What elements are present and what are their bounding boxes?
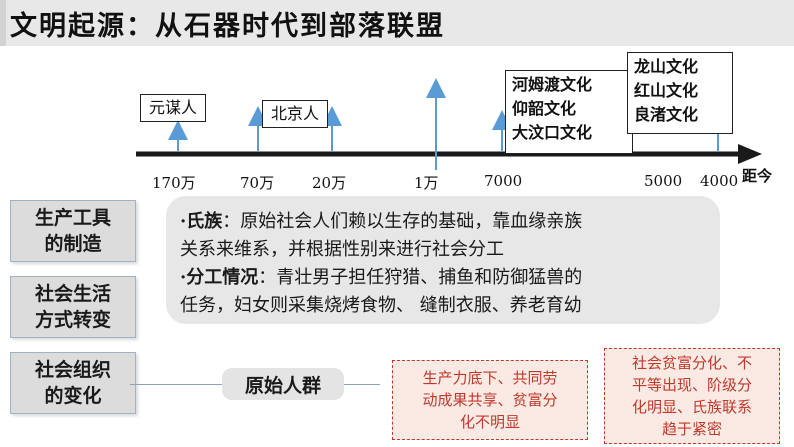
clan-label: ·氏族 [180,211,223,232]
tick-label: 1万 [414,174,439,192]
sidebar-item-label: 社会生活 [34,283,111,305]
note-line: 动成果共享、贫富分 [422,391,558,409]
info-panel: ·氏族：原始社会人们赖以生存的基础，靠血缘亲族 关系来维系，并根据性别来进行社会… [166,196,720,324]
note-box-inequality: 社会贫富分化、不 平等出现、阶级分 化明显、氏族联系 趋于紧密 [604,348,780,444]
page-title: 文明起源：从石器时代到部落联盟 [10,11,445,42]
tick-label: 7000 [484,172,523,190]
era-label: 北京人 [271,104,320,123]
sidebar-item-lifestyle[interactable]: 社会生活 方式转变 [10,276,136,338]
era-label: 红山文化 [634,81,699,100]
axis-label: 距今 [742,167,773,185]
note-line: 化不明显 [459,413,520,431]
labor-line-2: 任务，妇女则采集烧烤食物、 缝制衣服、养老育幼 [180,295,582,316]
note-line: 生产力底下、共同劳 [422,369,558,387]
era-label: 良渚文化 [634,105,699,124]
title-bar: 文明起源：从石器时代到部落联盟 [0,0,794,46]
note-box-equality: 生产力底下、共同劳 动成果共享、贫富分 化不明显 [392,360,588,440]
era-label: 大汶口文化 [512,123,593,142]
sidebar-item-label: 的制造 [44,233,102,255]
sidebar-item-tools[interactable]: 生产工具 的制造 [10,200,136,262]
era-box-hemudu: 河姆渡文化 仰韶文化 大汶口文化 [505,70,633,154]
tick-label: 4000 [700,172,739,190]
timeline-axis-arrowhead [738,144,762,164]
era-box-yuanmou: 元谋人 [140,94,207,122]
sidebar-item-label: 社会组织 [34,359,111,381]
tick-label: 5000 [644,172,683,190]
sidebar-item-label: 的变化 [44,385,102,407]
note-line: 化明显、氏族联系 [631,398,752,416]
clan-line-1: ·氏族：原始社会人们赖以生存的基础，靠血缘亲族 [180,208,706,236]
era-label: 河姆渡文化 [512,75,593,94]
tick-label: 20万 [312,174,347,192]
era-box-beijing: 北京人 [262,100,329,128]
tick-label: 70万 [240,174,275,192]
clan-line-2: 关系来维系，并根据性别来进行社会分工 [180,239,504,260]
labor-label: ·分工情况 [180,267,259,288]
title-accent [0,0,6,46]
era-label: 元谋人 [149,98,198,117]
primitive-group-label: 原始人群 [222,368,344,400]
era-label: 仰韶文化 [512,99,577,118]
note-line: 社会贫富分化、不 [631,354,752,372]
sidebar-item-label: 方式转变 [34,309,111,331]
labor-text: ：青壮男子担任狩猎、捕鱼和防御猛兽的 [258,267,583,288]
note-line: 趋于紧密 [661,420,722,438]
era-label: 龙山文化 [634,57,699,76]
note-line: 平等出现、阶级分 [631,376,752,394]
clan-text: ：原始社会人们赖以生存的基础，靠血缘亲族 [222,211,583,232]
sidebar-item-organization[interactable]: 社会组织 的变化 [10,352,136,414]
era-box-longshan: 龙山文化 红山文化 良渚文化 [627,52,733,134]
tick-label: 170万 [152,174,196,192]
sidebar-item-label: 生产工具 [34,207,111,229]
labor-line-1: ·分工情况：青壮男子担任狩猎、捕鱼和防御猛兽的 [180,264,706,292]
